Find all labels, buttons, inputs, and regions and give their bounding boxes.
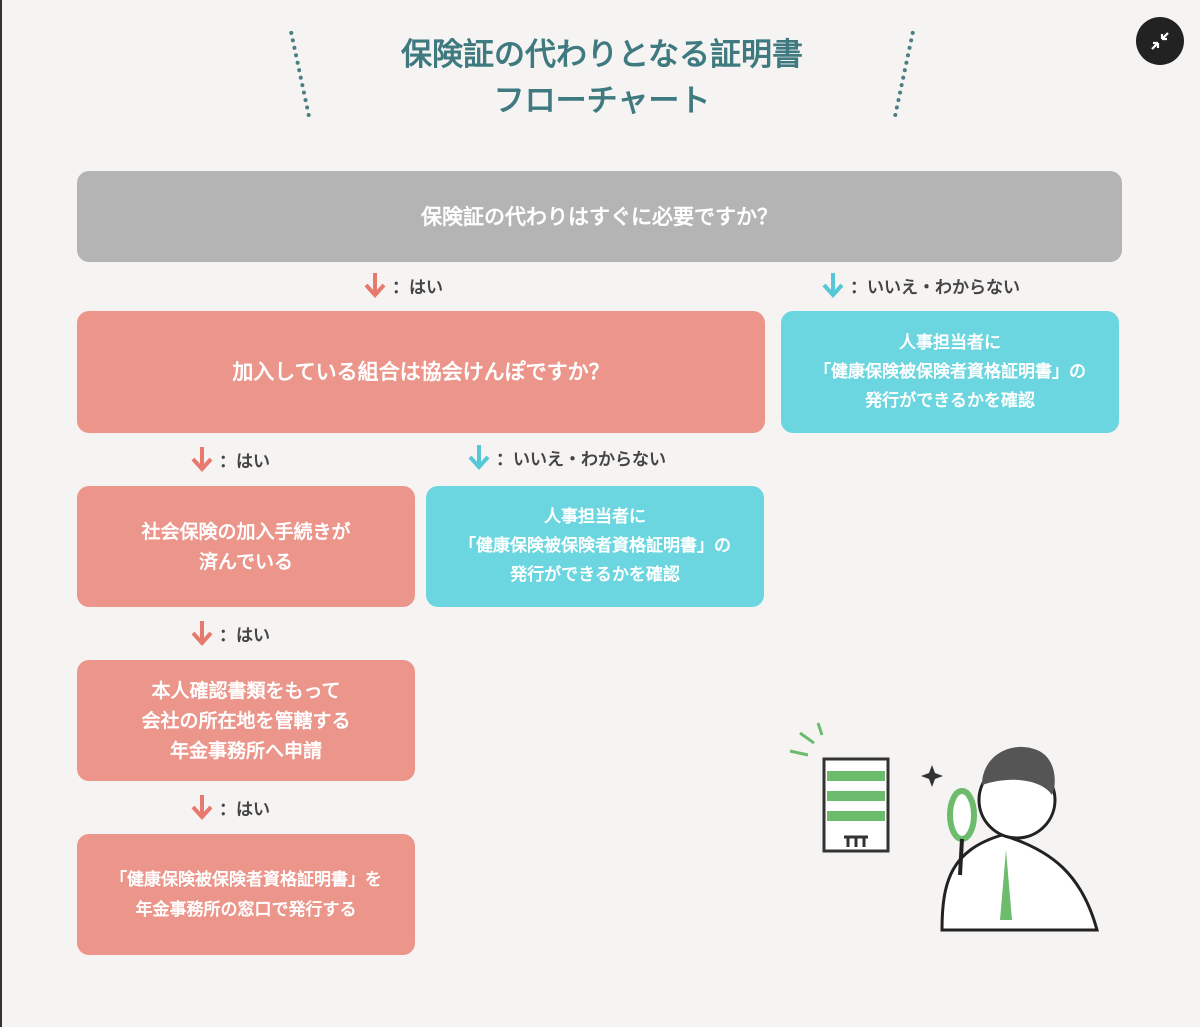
label-yes-1: ：はい (364, 272, 443, 298)
text: 「健康保険被保険者資格証明書」の (459, 536, 731, 556)
arrow-down-icon (364, 273, 386, 298)
step-enrolled: 社会保険の加入手続きが済んでいる (77, 486, 415, 607)
hr-confirm-box-2: 人事担当者に「健康保険被保険者資格証明書」の発行ができるかを確認 (426, 486, 764, 607)
label-yes-3: ：はい (191, 620, 270, 646)
step-apply-pension-office: 本人確認書類をもって会社の所在地を管轄する年金事務所へ申請 (77, 660, 415, 781)
arrow-down-icon (191, 795, 213, 820)
text: 「健康保険被保険者資格証明書」を (110, 869, 382, 890)
label-text: ：はい (219, 799, 270, 820)
text: 発行ができるかを確認 (865, 390, 1035, 411)
text: 人事担当者に (544, 507, 646, 527)
label-no-1: ：いいえ・わからない (822, 272, 1020, 298)
man-with-magnifier-illustration (789, 722, 1099, 932)
text: 年金事務所へ申請 (169, 739, 322, 762)
arrow-down-icon (468, 445, 490, 470)
text: 本人確認書類をもって (151, 679, 341, 702)
compress-icon (1151, 32, 1169, 50)
step-issue-certificate: 「健康保険被保険者資格証明書」を年金事務所の窓口で発行する (77, 834, 415, 955)
text: 済んでいる (198, 550, 294, 573)
text: 人事担当者に (899, 332, 1001, 353)
arrow-down-icon (191, 621, 213, 646)
label-text: ：はい (392, 277, 443, 298)
arrow-down-icon (822, 273, 844, 298)
question-need-now: 保険証の代わりはすぐに必要ですか？ (77, 171, 1122, 262)
text: 社会保険の加入手続きが (141, 520, 351, 543)
text: 発行ができるかを確認 (510, 565, 680, 585)
hr-confirm-box-1: 人事担当者に「健康保険被保険者資格証明書」の発行ができるかを確認 (781, 311, 1119, 433)
title-line2: フローチャート (493, 83, 711, 119)
text: 年金事務所の窓口で発行する (135, 899, 357, 920)
question-kyokai-kenpo: 加入している組合は協会けんぽですか？ (77, 311, 765, 433)
text: 会社の所在地を管轄する (141, 709, 351, 732)
page-title: 保険証の代わりとなる証明書 フローチャート (302, 32, 902, 124)
label-text: ：いいえ・わからない (850, 277, 1020, 298)
label-text: ：はい (219, 625, 270, 646)
label-text: ：はい (219, 451, 270, 472)
label-text: ：いいえ・わからない (496, 449, 666, 470)
label-no-2: ：いいえ・わからない (468, 444, 666, 470)
label-yes-4: ：はい (191, 794, 270, 820)
arrow-down-icon (191, 447, 213, 472)
text: 「健康保険被保険者資格証明書」の (814, 361, 1086, 382)
exit-fullscreen-button[interactable] (1136, 17, 1184, 65)
title-line1: 保険証の代わりとなる証明書 (400, 37, 804, 73)
label-yes-2: ：はい (191, 446, 270, 472)
